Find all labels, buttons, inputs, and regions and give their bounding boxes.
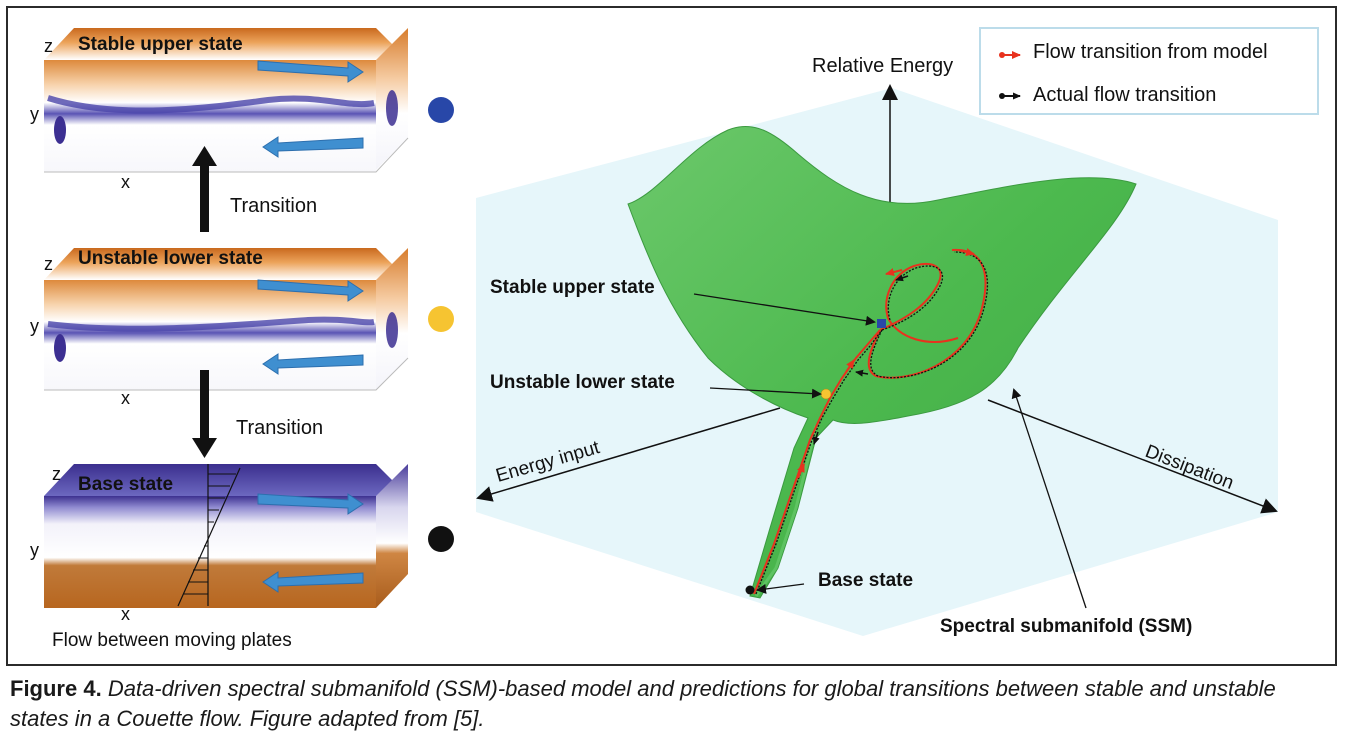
annotation-stable-upper-state: Stable upper state [490, 277, 655, 298]
energy-input-axis [476, 407, 781, 502]
legend-actual-symbol [999, 92, 1021, 100]
figure-caption: Figure 4. Data-driven spectral submanifo… [10, 674, 1340, 734]
base-state-box [44, 464, 408, 608]
transition-label-2: Transition [236, 417, 323, 439]
figure-illustration: Stable upper state z y x Unstable lower … [30, 27, 1319, 651]
transition-label-1: Transition [230, 195, 317, 217]
legend-actual-label: Actual flow transition [1033, 84, 1216, 106]
axis-z-label-3: z [52, 464, 61, 484]
base-state-marker [428, 526, 454, 552]
stable-state-point [877, 319, 886, 328]
stable-state-title: Stable upper state [78, 34, 243, 55]
caption-label: Figure 4. [10, 676, 102, 701]
unstable-state-marker [428, 306, 454, 332]
annotation-ssm: Spectral submanifold (SSM) [940, 616, 1192, 637]
axis-y-label-2: y [30, 316, 39, 336]
trajectory-actual [755, 251, 989, 595]
annotation-ssm-pointer [1011, 388, 1087, 609]
base-state-point [745, 585, 755, 595]
dissipation-axis [987, 399, 1278, 514]
annotation-unstable-lower-state: Unstable lower state [490, 372, 675, 393]
legend: Flow transition from model Actual flow t… [979, 27, 1319, 115]
transition-arrow-up [192, 146, 217, 232]
axis-x-label-2: x [121, 388, 130, 408]
flow-caption-label: Flow between moving plates [52, 630, 292, 651]
trajectory-arrowheads [797, 248, 975, 479]
caption-text: Data-driven spectral submanifold (SSM)-b… [10, 676, 1276, 731]
trajectory-model [753, 248, 987, 595]
relative-energy-label: Relative Energy [812, 55, 953, 77]
transition-arrow-down [192, 370, 217, 458]
stable-state-marker [428, 97, 454, 123]
axis-x-label-3: x [121, 604, 130, 624]
annotation-base-state: Base state [818, 570, 913, 591]
ssm-surface [627, 126, 1137, 599]
legend-model-symbol [999, 51, 1021, 59]
annotation-unstable-pointer [709, 387, 822, 399]
figure-frame: Stable upper state z y x Unstable lower … [6, 6, 1337, 666]
legend-model-label: Flow transition from model [1033, 41, 1268, 63]
axis-z-label-1: z [44, 36, 53, 56]
axis-y-label-3: y [30, 540, 39, 560]
axis-x-label-1: x [121, 172, 130, 192]
unstable-state-point [820, 388, 832, 400]
annotation-base-pointer [756, 583, 805, 594]
axis-y-label-1: y [30, 104, 39, 124]
unstable-state-title: Unstable lower state [78, 248, 263, 269]
base-state-title: Base state [78, 474, 173, 495]
axis-z-label-2: z [44, 254, 53, 274]
stable-state-box [44, 28, 409, 173]
annotation-stable-pointer [693, 293, 876, 326]
unstable-state-box [44, 248, 409, 391]
